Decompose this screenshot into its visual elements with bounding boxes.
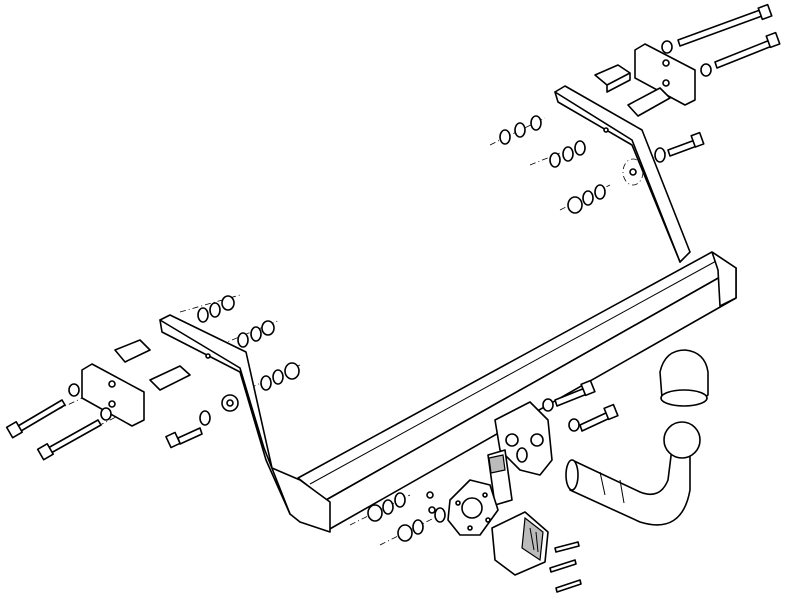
socket-plate [447, 479, 499, 536]
bolts [5, 3, 781, 593]
nuts-and-washers [68, 40, 712, 542]
left-spacer-plate [81, 339, 191, 427]
left-bracket [159, 314, 331, 533]
hitch-mount [487, 401, 553, 506]
tow-ball-neck [565, 421, 701, 526]
right-bracket [554, 85, 691, 263]
electrical-socket [491, 511, 549, 576]
crossbar [297, 251, 737, 531]
right-spacer-plate [594, 43, 696, 117]
tow-ball-cover [659, 349, 709, 407]
